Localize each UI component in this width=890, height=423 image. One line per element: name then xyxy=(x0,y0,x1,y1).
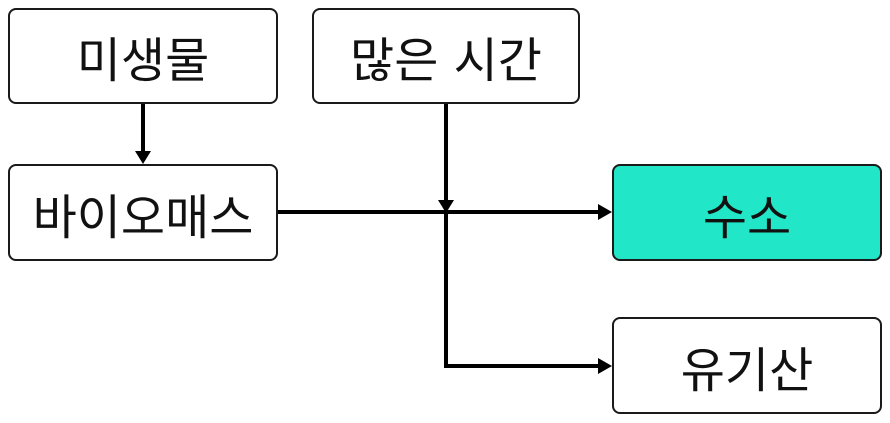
node-long-time: 많은 시간 xyxy=(312,8,580,104)
arrowhead-organic-acid xyxy=(598,358,612,374)
node-hydrogen: 수소 xyxy=(612,164,882,261)
node-microbe-label: 미생물 xyxy=(76,33,210,89)
node-microbe: 미생물 xyxy=(8,8,278,104)
arrowhead-junction xyxy=(438,200,454,213)
node-organic-acid: 유기산 xyxy=(612,317,882,414)
node-biomass: 바이오매스 xyxy=(8,164,278,261)
node-organic-acid-label: 유기산 xyxy=(680,342,814,399)
node-long-time-label: 많은 시간 xyxy=(350,33,542,89)
arrowhead-biomass xyxy=(135,151,151,164)
node-hydrogen-label: 수소 xyxy=(702,189,792,246)
node-biomass-label: 바이오매스 xyxy=(32,189,254,246)
arrowhead-hydrogen xyxy=(598,204,612,220)
